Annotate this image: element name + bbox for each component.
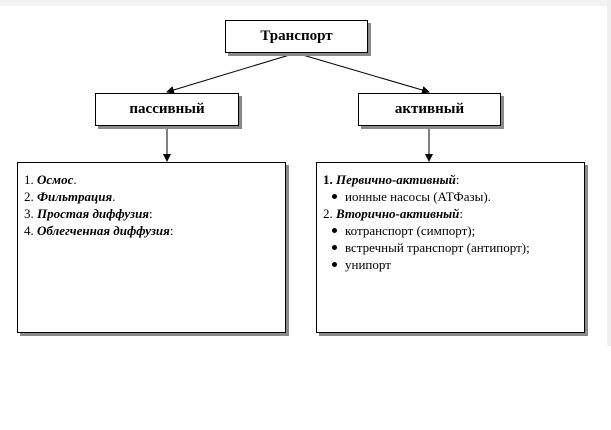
item-number: 4. [24,223,34,238]
passive-item: 4. Облегченная диффузия: [24,222,279,239]
arrow-root-to-passive [166,52,297,94]
subitem-text: встречный транспорт (антипорт); [345,240,530,255]
group-suffix: : [455,172,460,187]
passive-box: пассивный [95,93,239,126]
item-suffix: . [112,189,116,204]
group-term: Первично-активный [336,172,456,187]
item-term: Простая диффузия [37,206,149,221]
transport-box: Транспорт [225,20,368,53]
connector-lines [163,52,433,162]
active-subitem: унипорт [323,256,578,273]
item-suffix: . [73,172,77,187]
bullet-icon [332,194,337,199]
group-term: Вторично-активный [336,206,460,221]
group-number: 1. [323,172,333,187]
active-subitem: встречный транспорт (антипорт); [323,239,578,256]
group-number: 2. [323,206,333,221]
group-suffix: : [459,206,464,221]
item-number: 2. [24,189,34,204]
passive-item: 1. Осмос. [24,171,279,188]
item-number: 3. [24,206,34,221]
active-box: активный [358,93,501,126]
subitem-text: котранспорт (симпорт); [345,223,476,238]
item-suffix: : [149,206,153,221]
arrow-root-to-active [295,52,430,94]
active-subitem: котранспорт (симпорт); [323,222,578,239]
bullet-icon [332,245,337,250]
subitem-text: ионные насосы (АТФазы). [345,189,491,204]
bullet-icon [332,262,337,267]
active-group-heading: 1. Первично-активный: [323,171,578,188]
passive-item: 3. Простая диффузия: [24,205,279,222]
item-term: Фильтрация [37,189,113,204]
top-divider [0,0,611,6]
passive-list: 1. Осмос. 2. Фильтрация. 3. Простая дифф… [17,162,286,333]
item-term: Осмос [37,172,74,187]
diagram-canvas: Транспорт пассивный активный 1. Осмос. 2… [0,0,611,346]
item-suffix: : [169,223,174,238]
active-label: активный [394,101,465,117]
item-term: Облегченная диффузия [37,223,170,238]
passive-label: пассивный [129,101,205,117]
active-list: 1. Первично-активный: ионные насосы (АТФ… [316,162,585,333]
subitem-text: унипорт [345,257,391,272]
right-edge-strip [607,0,611,346]
active-group-heading: 2. Вторично-активный: [323,205,578,222]
bullet-icon [332,228,337,233]
transport-label: Транспорт [260,28,333,44]
active-subitem: ионные насосы (АТФазы). [323,188,578,205]
passive-item: 2. Фильтрация. [24,188,279,205]
item-number: 1. [24,172,34,187]
